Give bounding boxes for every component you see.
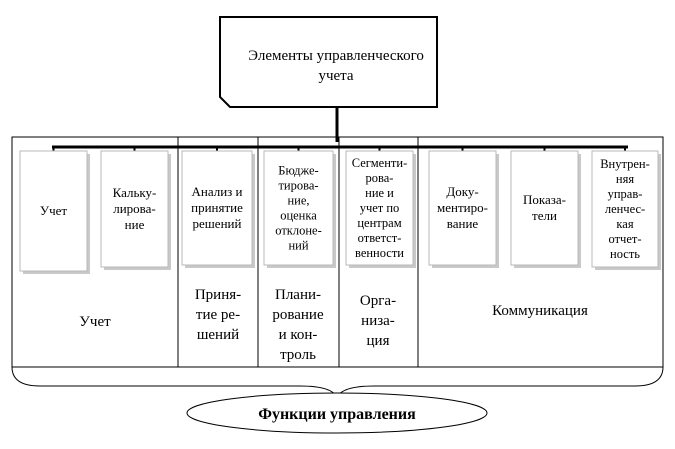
text-line: тели (532, 208, 557, 223)
element-label: Доку-ментиро-вание (437, 184, 488, 231)
root-node: Элементы управленческого учета (219, 16, 438, 108)
text-line: Коммуникация (492, 303, 588, 319)
function-label: Учет (79, 314, 111, 330)
element-rect (591, 150, 659, 268)
text-line: рова- (366, 171, 394, 185)
text-line: лирова- (113, 201, 156, 216)
text-line: оценка (280, 209, 317, 223)
text-line: ние и (365, 186, 394, 200)
text-line: троль (280, 347, 316, 363)
text-line: управ- (608, 187, 643, 201)
element-rect (510, 150, 579, 266)
element-box: Учет (19, 147, 90, 274)
text-line: рование (272, 307, 324, 323)
text-line: венности (355, 246, 404, 260)
element-label: Показа-тели (523, 192, 566, 223)
element-rect (263, 150, 334, 266)
text-line: Приня- (195, 287, 241, 303)
text-line: принятие (191, 200, 243, 215)
text-line: Элементы управленческого (248, 48, 424, 64)
function-label: Орга-низа-ция (360, 293, 396, 349)
element-rect (19, 150, 88, 272)
text-line: ние (125, 217, 145, 232)
text-line: шений (197, 327, 239, 343)
text-line: Бюдже- (278, 164, 318, 178)
text-line: Орга- (360, 293, 396, 309)
element-label: Учет (40, 203, 68, 218)
text-line: ответст- (358, 231, 402, 245)
text-line: Доку- (446, 184, 478, 199)
text-line: ние, (287, 194, 309, 208)
text-line: Внутрен- (600, 157, 650, 171)
text-line: ность (610, 247, 640, 261)
element-box: Кальку-лирова-ние (100, 147, 171, 270)
function-label: Плани-рование и кон-троль (272, 287, 324, 363)
function-label: Приня-тие ре-шений (195, 287, 241, 343)
text-line: учета (318, 68, 353, 84)
element-box: Показа-тели (510, 147, 581, 268)
element-rect (181, 150, 253, 266)
text-line: решений (193, 216, 242, 231)
text-line: учет по (360, 201, 400, 215)
element-rect (428, 150, 497, 266)
element-label: Кальку-лирова-ние (113, 185, 157, 232)
text-line: Анализ и (191, 184, 242, 199)
text-line: тирова- (278, 179, 318, 193)
text-line: ментиро- (437, 200, 488, 215)
text-line: отчет- (608, 232, 641, 246)
functions-frame (11, 136, 664, 368)
text-line: центрам (357, 216, 401, 230)
element-rect (345, 150, 414, 266)
text-line: ний (288, 239, 308, 253)
text-line: Плани- (275, 287, 321, 303)
text-line: няя (616, 172, 634, 186)
text-line: и кон- (279, 327, 318, 343)
element-rect (100, 150, 169, 268)
function-label: Коммуникация (492, 303, 588, 319)
text-line: кая (616, 217, 633, 231)
text-line: ленчес- (605, 202, 645, 216)
text-line: Показа- (523, 192, 566, 207)
text-line: Учет (79, 314, 111, 330)
root-title: Элементы управленческого учета (248, 48, 424, 84)
text-line: Учет (40, 203, 68, 218)
functions-ellipse: Функции управления (186, 392, 488, 434)
functions-label: Функции управления (258, 406, 416, 423)
text-line: низа- (361, 313, 395, 329)
text-line: Кальку- (113, 185, 157, 200)
text-line: тие ре- (196, 307, 240, 323)
text-line: отклоне- (275, 224, 322, 238)
text-line: вание (447, 216, 479, 231)
text-line: Сегменти- (352, 156, 407, 170)
element-box: Доку-ментиро-вание (428, 147, 499, 268)
functions-layer: Учет Приня-тие ре-шений Плани-рование и кон… (79, 287, 588, 363)
text-line: ция (367, 333, 390, 349)
